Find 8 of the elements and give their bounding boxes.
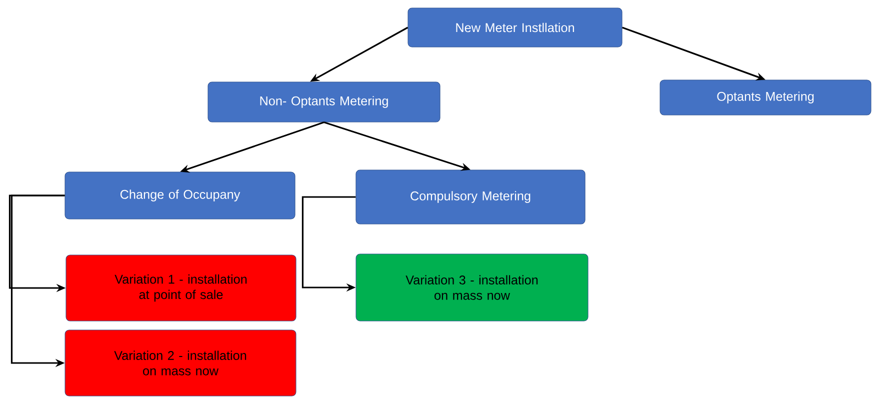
variation-box: Variation 2 - installation on mass now bbox=[64, 330, 296, 396]
variation-box: Variation 3 - installation on mass now bbox=[356, 254, 588, 322]
category-box: Change of Occupany bbox=[64, 172, 296, 220]
variation-box: Variation 1 - installation at point of sale bbox=[66, 254, 296, 322]
category-box: Non- Optants Metering bbox=[208, 82, 440, 122]
category-box: Optants Metering bbox=[660, 80, 872, 116]
category-box: New Meter Instllation bbox=[408, 8, 622, 48]
category-box: Compulsory Metering bbox=[356, 170, 586, 224]
